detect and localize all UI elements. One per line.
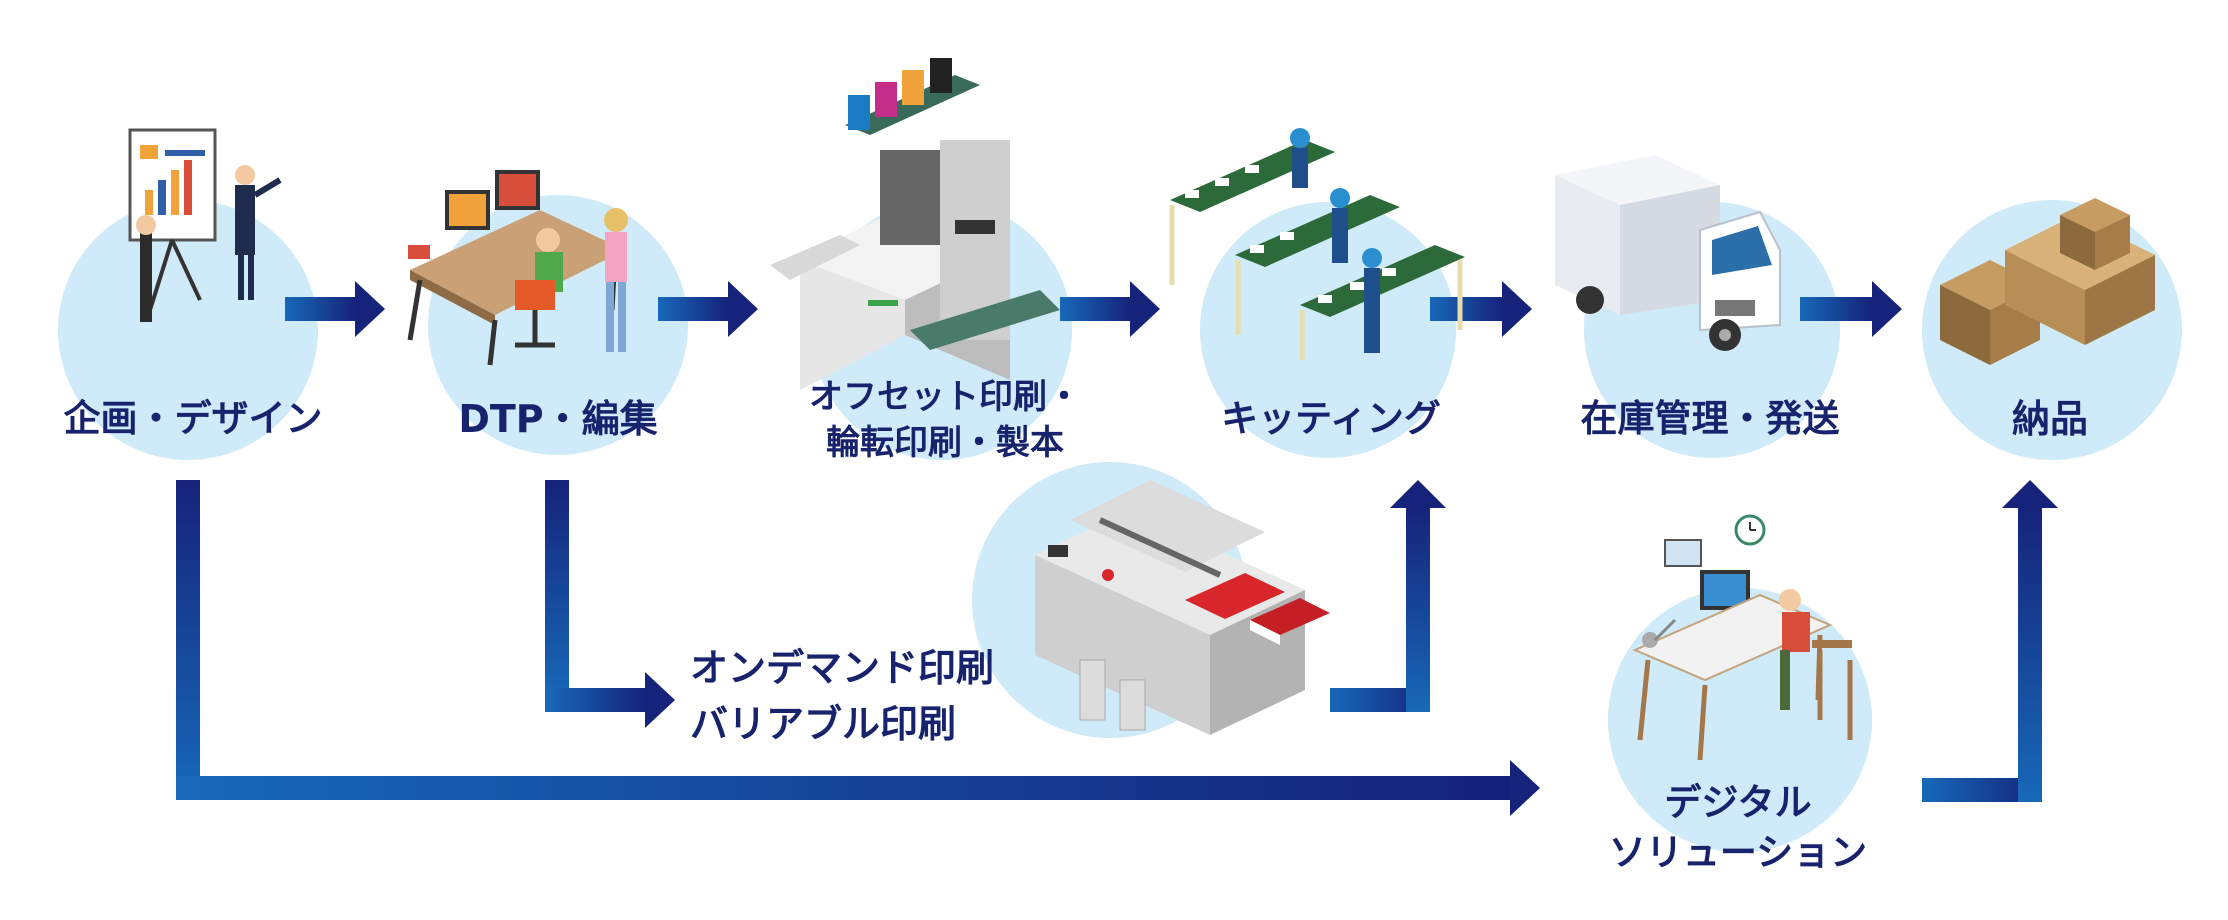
step-label-ondemand-line2: バリアブル印刷 xyxy=(690,702,957,746)
step-label-digital-line2: ソリューション xyxy=(1608,831,1868,874)
arrow-planning-to-digital xyxy=(176,480,1540,816)
step-label-dtp-line1: DTP・編集 xyxy=(458,397,658,441)
step-label-ondemand-line1: オンデマンド印刷 xyxy=(690,646,995,690)
digital-printer-icon xyxy=(1035,480,1330,735)
step-label-delivery: 納品 xyxy=(1980,396,2120,442)
arrow-digital-to-delivery xyxy=(1922,480,2058,802)
computer-workstation-icon xyxy=(1632,514,1853,761)
arrow-ondemand-to-kitting xyxy=(1330,480,1446,712)
step-label-kitting-line1: キッティング xyxy=(1221,397,1441,440)
step-label-offset-line1: オフセット印刷・ xyxy=(809,377,1081,417)
step-label-kitting: キッティング xyxy=(1196,396,1466,442)
step-label-delivery-line1: 納品 xyxy=(2011,397,2088,441)
arrow-kitting-to-inventory xyxy=(1430,281,1532,337)
step-label-inventory-line1: 在庫管理・発送 xyxy=(1580,397,1840,440)
step-label-digital: デジタル ソリューション xyxy=(1588,778,1888,878)
cardboard-boxes-icon xyxy=(1940,198,2155,365)
planning-presentation-icon xyxy=(128,128,282,322)
arrow-offset-to-kitting xyxy=(1060,281,1160,337)
arrow-dtp-to-offset xyxy=(658,281,758,337)
step-label-planning-line1: 企画・デザイン xyxy=(63,397,323,440)
delivery-truck-icon xyxy=(1555,155,1781,351)
arrow-planning-to-dtp xyxy=(285,281,385,337)
step-label-digital-line1: デジタル xyxy=(1664,781,1812,824)
kitting-workers-icon xyxy=(1169,128,1465,360)
step-label-ondemand: オンデマンド印刷 バリアブル印刷 xyxy=(690,640,1040,752)
arrow-inventory-to-delivery xyxy=(1800,281,1902,337)
offset-press-icon xyxy=(770,58,1060,390)
arrow-dtp-to-ondemand xyxy=(545,480,675,728)
step-label-offset: オフセット印刷・ 輪転印刷・製本 xyxy=(800,374,1090,466)
step-label-offset-line2: 輪転印刷・製本 xyxy=(826,423,1064,463)
step-label-planning: 企画・デザイン xyxy=(48,396,338,442)
step-label-inventory: 在庫管理・発送 xyxy=(1560,396,1860,442)
dtp-desk-icon xyxy=(407,170,628,366)
step-label-dtp: DTP・編集 xyxy=(420,396,696,442)
